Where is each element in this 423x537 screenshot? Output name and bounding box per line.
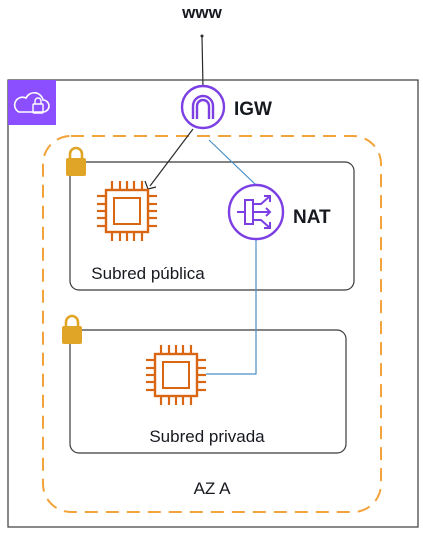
igw-to-public-instance-line [149, 128, 194, 187]
ec2-chip-icon [146, 345, 206, 405]
nat-label: NAT [293, 207, 331, 228]
lock-icon [66, 146, 86, 176]
nat-to-private-instance-route-line [206, 239, 257, 375]
public-subnet-label: Subred pública [91, 264, 205, 283]
private-subnet-label: Subred privada [149, 427, 265, 446]
internet-label: www [181, 3, 222, 22]
igw-label: IGW [234, 99, 272, 120]
lock-icon [62, 314, 82, 344]
ec2-chip-icon [97, 181, 157, 241]
private-subnet-box [69, 329, 347, 454]
igw-to-nat-route-line [208, 139, 257, 186]
vpc-box [7, 79, 419, 528]
internet-to-igw-line [201, 35, 204, 89]
internet-gateway-icon [180, 84, 226, 130]
vpc-cloud-lock-icon [8, 80, 56, 125]
az-label: AZ A [194, 479, 232, 498]
internet-line-dot [200, 34, 204, 38]
nat-gateway-icon [227, 183, 285, 241]
public-subnet-box [69, 161, 355, 291]
availability-zone-box [42, 135, 382, 513]
